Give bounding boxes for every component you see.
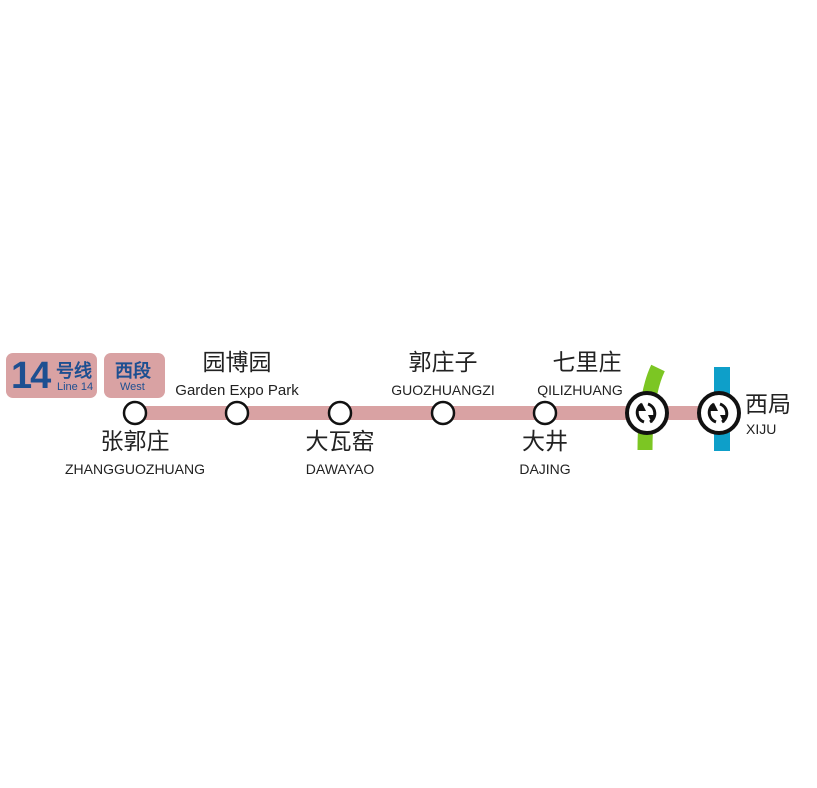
station-name-cn: 张郭庄: [100, 429, 170, 455]
station-name-en: GUOZHUANGZI: [391, 382, 495, 398]
station-marker[interactable]: [224, 400, 250, 426]
station-name-cn: 七里庄: [552, 350, 622, 376]
section-name-en: West: [120, 381, 145, 393]
station-name-en: QILIZHUANG: [537, 382, 623, 398]
transfer-station-icon[interactable]: [697, 391, 741, 435]
section-badge: 西段 West: [104, 353, 165, 398]
station-name-en: Garden Expo Park: [175, 382, 299, 399]
station-marker[interactable]: [327, 400, 353, 426]
station-marker[interactable]: [122, 400, 148, 426]
line-name-en: Line 14: [57, 381, 94, 393]
line-number: 14: [11, 355, 51, 397]
station-name-en: DAWAYAO: [305, 461, 375, 477]
transfer-station-icon[interactable]: [625, 391, 669, 435]
station-name-cn: 大井: [522, 429, 568, 455]
line-name-cn: 号线: [56, 361, 92, 382]
station-name-en: XIJU: [746, 421, 777, 437]
line-badge: 14 号线 Line 14: [6, 353, 97, 398]
station-name-cn: 西局: [745, 392, 791, 418]
line14-track: [135, 406, 725, 420]
station-name-cn: 郭庄子: [408, 350, 478, 376]
station-marker[interactable]: [532, 400, 558, 426]
station-name-cn: 大瓦窑: [305, 429, 375, 455]
section-name-cn: 西段: [115, 361, 151, 382]
station-name-en: ZHANGGUOZHUANG: [65, 461, 205, 477]
station-name-en: DAJING: [519, 461, 571, 477]
station-name-cn: 园博园: [202, 350, 272, 376]
station-marker[interactable]: [430, 400, 456, 426]
